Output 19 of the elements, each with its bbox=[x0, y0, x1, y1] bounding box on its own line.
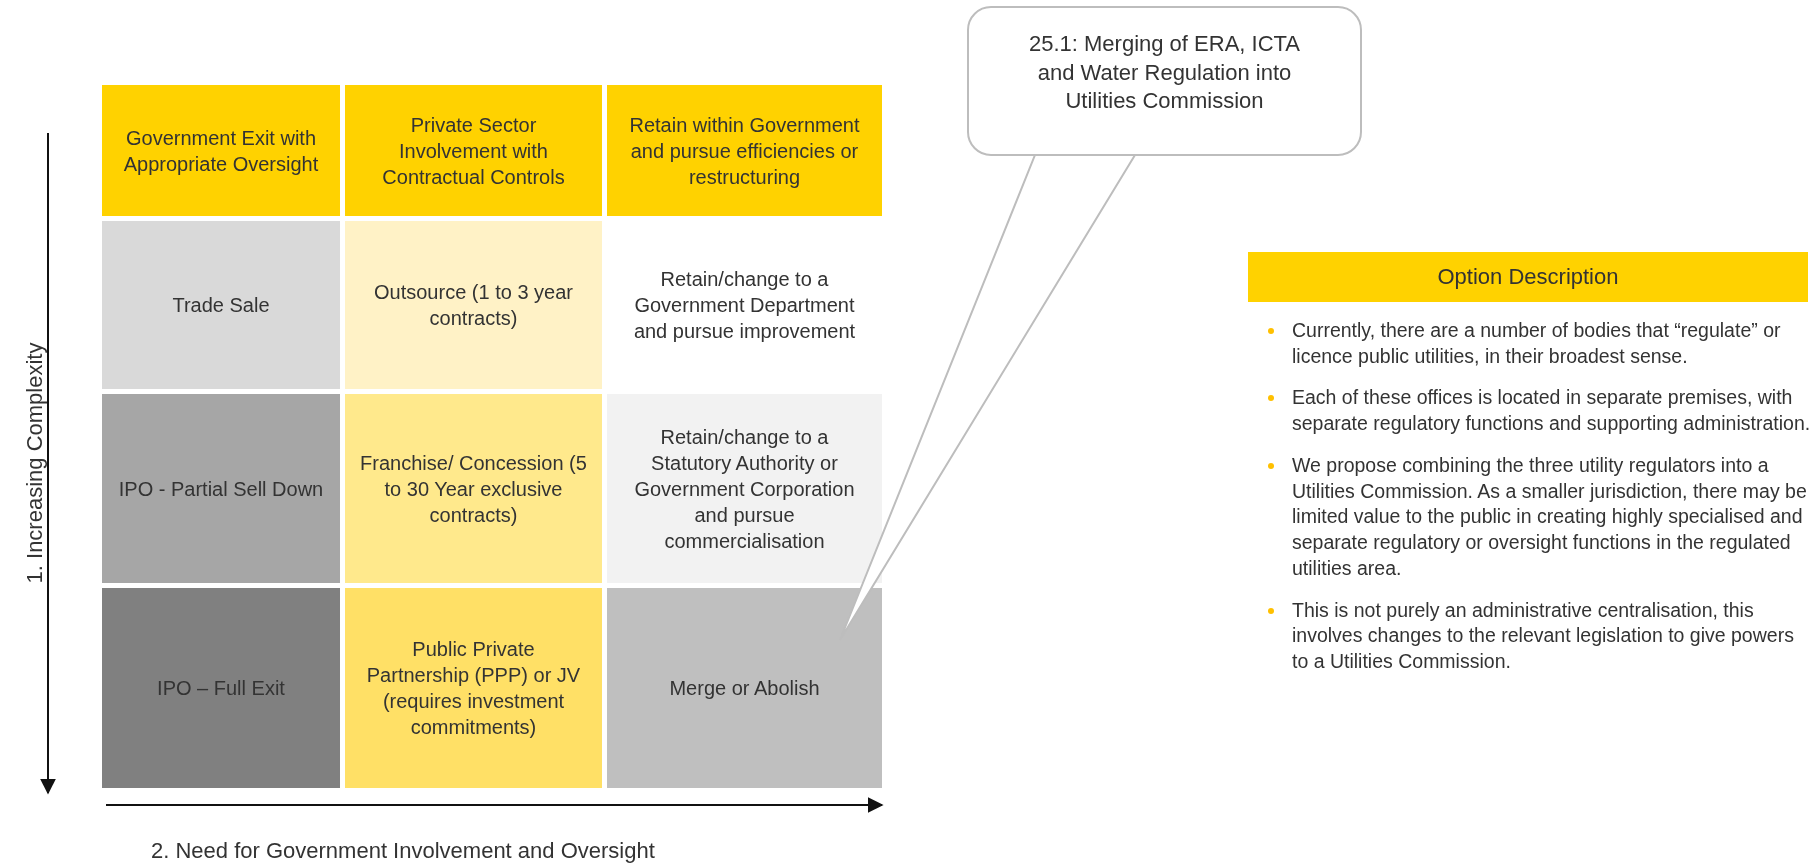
matrix-header-cell: Private Sector Involvement with Contractual Controls bbox=[345, 85, 602, 216]
matrix-cell: IPO – Full Exit bbox=[102, 588, 340, 788]
matrix-cell: Retain/change to a Statutory Authority or Government Corporation and pursue commercialisation bbox=[607, 394, 882, 583]
matrix-cell: Outsource (1 to 3 year contracts) bbox=[345, 221, 602, 389]
matrix-cell: Public Private Partnership (PPP) or JV (requires investment commitments) bbox=[345, 588, 602, 788]
matrix-header-cell: Government Exit with Appropriate Oversight bbox=[102, 85, 340, 216]
bullet-text: Currently, there are a number of bodies that “regulate” or licence public utilities, in their broadest sense. bbox=[1292, 319, 1781, 367]
speech-bubble: 25.1: Merging of ERA, ICTA and Water Regulation into Utilities Commission bbox=[967, 6, 1362, 156]
bullet-text: Each of these offices is located in separate premises, with separate regulatory functions and supporting administration. bbox=[1292, 386, 1810, 435]
bullet-text: This is not purely an administrative centralisation, this involves changes to the relevant legislation to give powers to a Utilities Commission. bbox=[1292, 598, 1794, 673]
matrix-cell: Trade Sale bbox=[102, 221, 340, 389]
axis-label: 1. Increasing Complexity bbox=[22, 342, 48, 584]
section-header: Option Description bbox=[1248, 252, 1808, 302]
axis-label: 2. Need for Government Involvement and Oversight bbox=[151, 838, 655, 864]
matrix-cell: Merge or Abolish bbox=[607, 588, 882, 788]
matrix-header-cell: Retain within Government and pursue efficiencies or restructuring bbox=[607, 85, 882, 216]
matrix-cell: Franchise/ Concession (5 to 30 Year exclusive contracts) bbox=[345, 394, 602, 583]
bullet-text: We propose combining the three utility regulators into a Utilities Commission. As a smaller jurisdiction, there may be limited value to the public in creating highly specialised and separate regulatory or oversight functions in the regulated utilities area. bbox=[1292, 453, 1807, 579]
matrix-cell: IPO - Partial Sell Down bbox=[102, 394, 340, 583]
